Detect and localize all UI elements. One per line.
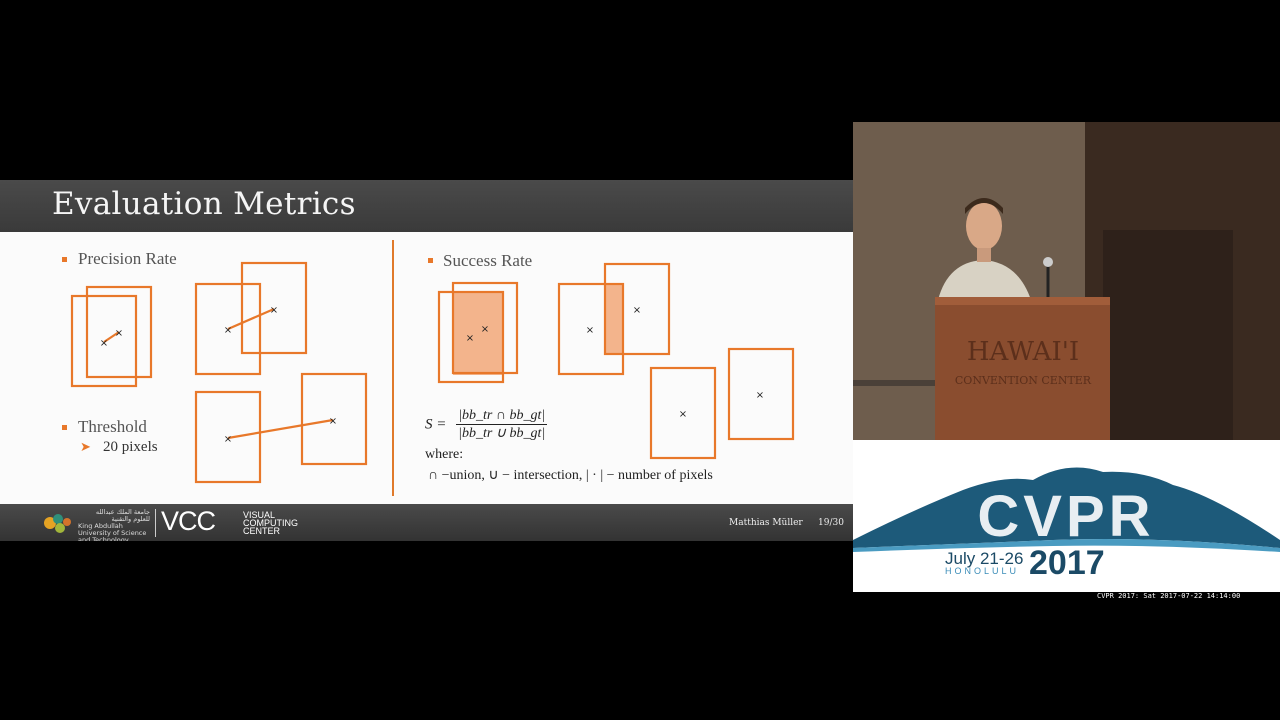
center-marker: × [633,305,641,316]
cvpr-wordmark: CVPR [977,484,1154,549]
center-marker: × [481,324,489,335]
bbox-tracker [300,372,368,466]
symbol-legend: ∩ −union, ∪ − intersection, | · | − numb… [428,468,713,483]
formula-numerator: |bb_tr ∩ bb_gt| [456,408,548,425]
bullet-marker [428,258,433,263]
bullet-marker [62,425,67,430]
center-marker: × [224,434,232,445]
overlap-area [453,292,503,375]
center-marker: × [586,325,594,336]
where-label: where: [425,447,464,462]
bbox-gt [557,282,625,376]
vcc-subtitle: VISUAL COMPUTING CENTER [243,510,298,536]
bbox-gt [194,282,262,376]
slide-title: Evaluation Metrics [52,186,356,222]
vcc-logo: VCC [161,506,216,536]
sub-bullet-20-pixels: 20 pixels [103,439,158,455]
center-marker: × [329,416,337,427]
kaust-arabic-name: جامعة الملك عبدالله للعلوم والتقنية [95,508,150,523]
formula-fraction: |bb_tr ∩ bb_gt| |bb_tr ∪ bb_gt| [456,408,548,442]
bbox-tracker [727,347,795,441]
success-rate-formula: S = |bb_tr ∩ bb_gt| |bb_tr ∪ bb_gt| [425,408,548,442]
video-timestamp-caption: CVPR 2017: Sat 2017-07-22 14:14:00 [1097,592,1241,600]
cvpr-dates: July 21-26 [945,549,1023,568]
vcc-sub-line: COMPUTING [243,518,298,528]
cvpr-year: 2017 [1029,544,1105,582]
vcc-sub-line: VISUAL [243,510,276,520]
cvpr-logo-area: CVPR July 21-26 HONOLULU 2017 [853,440,1280,592]
podium-subtext: CONVENTION CENTER [955,374,1092,387]
bullet-threshold: Threshold [78,417,147,436]
column-divider [392,240,394,496]
formula-denominator: |bb_tr ∪ bb_gt| [458,426,546,441]
formula-lhs: S = [425,416,447,433]
bullet-precision-rate: Precision Rate [78,249,177,268]
bbox-gt [194,390,262,484]
bounding-box-diagrams: × × × × × × × × × × × × [70,261,795,484]
cvpr-logo: CVPR July 21-26 HONOLULU 2017 [853,467,1280,582]
center-distance-line [227,307,275,331]
logo-separator [155,509,156,537]
podium-text: HAWAI'I [967,337,1079,367]
bullet-success-rate: Success Rate [443,251,533,270]
bbox-tracker [603,262,671,356]
slide-footer: جامعة الملك عبدالله للعلوم والتقنية King… [0,504,853,541]
vcc-sub-line: CENTER [243,526,281,536]
sub-bullet-arrow-icon: ➤ [80,439,91,454]
center-marker: × [224,325,232,336]
center-distance-line [227,418,334,440]
bbox-gt [70,294,138,388]
center-marker: × [100,338,108,349]
kaust-wordmark: جامعة الملك عبدالله للعلوم والتقنية King… [78,508,152,542]
presenter-name: Matthias Müller [729,518,803,528]
speaker-camera-feed: HAWAI'I CONVENTION CENTER [853,122,1280,440]
center-marker: × [466,333,474,344]
overlap-area [605,284,623,355]
bbox-tracker [85,285,153,379]
center-marker: × [270,305,278,316]
bbox-gt [437,290,505,384]
presentation-slide: Evaluation Metrics Precision Rate Thresh… [0,180,853,541]
kaust-logo-icon [44,514,71,533]
cvpr-city: HONOLULU [945,566,1019,576]
bbox-tracker [451,281,519,375]
bbox-tracker [240,261,308,355]
bullet-marker [62,257,67,262]
kaust-english-name: King Abdullah University of Science and … [78,522,147,542]
slide-page-number: 19/30 [818,518,844,528]
center-marker: × [115,328,123,339]
bbox-gt [649,366,717,460]
center-marker: × [679,409,687,420]
speaker-photo: HAWAI'I CONVENTION CENTER [853,122,1280,440]
slide-header: Evaluation Metrics [0,180,853,232]
center-marker: × [756,390,764,401]
center-distance-line [103,331,120,343]
